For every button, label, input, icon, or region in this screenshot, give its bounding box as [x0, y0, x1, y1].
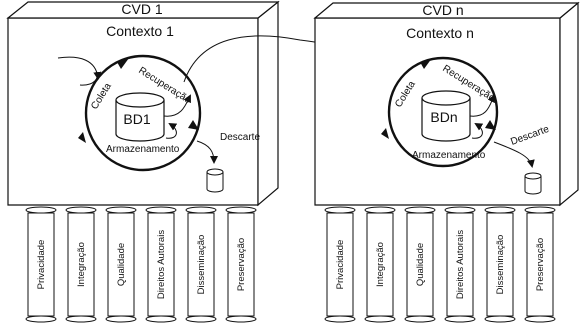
label-store-left: Armazenamento	[106, 144, 180, 155]
arrow-store-db-left	[165, 122, 178, 139]
discard-bin-left	[206, 168, 224, 193]
cvd-block-left: CVD 1 Contexto 1 BD1 Coleta Recuperação …	[6, 0, 280, 207]
pillar-right-6: Preservação	[524, 206, 556, 323]
pillar-label-right-6: Preservação	[535, 238, 546, 291]
discard-bin-right	[524, 172, 542, 195]
pillar-label-right-2: Integração	[375, 242, 386, 287]
cycle-arrowhead-left-2	[188, 120, 199, 130]
pillar-left-3: Qualidade	[105, 206, 137, 323]
pillar-right-5: Disseminação	[484, 206, 516, 323]
pillar-label-left-6: Preservação	[236, 238, 247, 291]
label-discard-left: Descarte	[220, 132, 260, 143]
database-icon-left	[115, 92, 165, 142]
db-label-left: BD1	[123, 111, 150, 127]
lifecycle-circle-right	[387, 56, 499, 168]
pillar-right-4: Direitos Autorais	[444, 206, 476, 323]
pillar-label-left-5: Disseminação	[196, 235, 207, 295]
pillar-label-left-1: Privacidade	[36, 240, 47, 290]
db-label-right: BDn	[430, 109, 457, 125]
arrow-db-out-left	[163, 94, 191, 117]
pillar-left-5: Disseminação	[185, 206, 217, 323]
pillar-label-right-1: Privacidade	[335, 240, 346, 290]
context-title-left: Contexto 1	[106, 23, 174, 39]
pillar-left-1: Privacidade	[25, 206, 57, 323]
database-icon-right	[421, 90, 471, 142]
context-title-right: Contexto n	[406, 25, 474, 41]
pillar-label-left-2: Integração	[76, 242, 87, 287]
pillar-right-2: Integração	[364, 206, 396, 323]
pillar-label-left-4: Direitos Autorais	[156, 230, 167, 299]
pillar-right-1: Privacidade	[324, 206, 356, 323]
pillar-label-right-4: Direitos Autorais	[455, 230, 466, 299]
pillars-right: Privacidade Integração Qualidade Direitos A…	[324, 206, 556, 323]
cycle-arrowhead-right-3	[381, 128, 389, 139]
left-box-side	[257, 0, 279, 207]
arrow-collect-in-left	[57, 56, 102, 80]
cycle-arrowhead-right-1	[420, 58, 432, 69]
arrow-discard-right	[493, 141, 535, 168]
cycle-arrowhead-left-1	[117, 58, 129, 69]
cvd-block-right: CVD n Contexto n BDn Coleta Recuperação …	[313, 1, 580, 207]
arrow-discard-left	[196, 140, 218, 164]
pillar-left-6: Preservação	[225, 206, 257, 323]
pillars-left: Privacidade Integração Qualidade Direitos A…	[25, 206, 257, 323]
pillar-left-2: Integração	[65, 206, 97, 323]
right-box-top	[313, 2, 580, 19]
cvd-title-right: CVD n	[422, 2, 463, 18]
pillar-left-4: Direitos Autorais	[145, 206, 177, 323]
pillar-label-right-5: Disseminação	[495, 235, 506, 295]
pillar-label-left-3: Qualidade	[116, 243, 127, 286]
pillar-right-3: Qualidade	[404, 206, 436, 323]
cycle-arrowhead-right-2	[485, 120, 496, 130]
label-store-right: Armazenamento	[412, 150, 486, 161]
cycle-arrowhead-left-3	[78, 132, 86, 143]
pillar-label-right-3: Qualidade	[415, 243, 426, 286]
lifecycle-circle-left	[84, 54, 202, 172]
cvd-title-left: CVD 1	[121, 1, 162, 17]
arrow-db-out-right	[469, 94, 495, 117]
left-box-top	[6, 1, 280, 19]
arrow-store-db-right	[471, 122, 484, 139]
right-box-side	[559, 1, 579, 207]
